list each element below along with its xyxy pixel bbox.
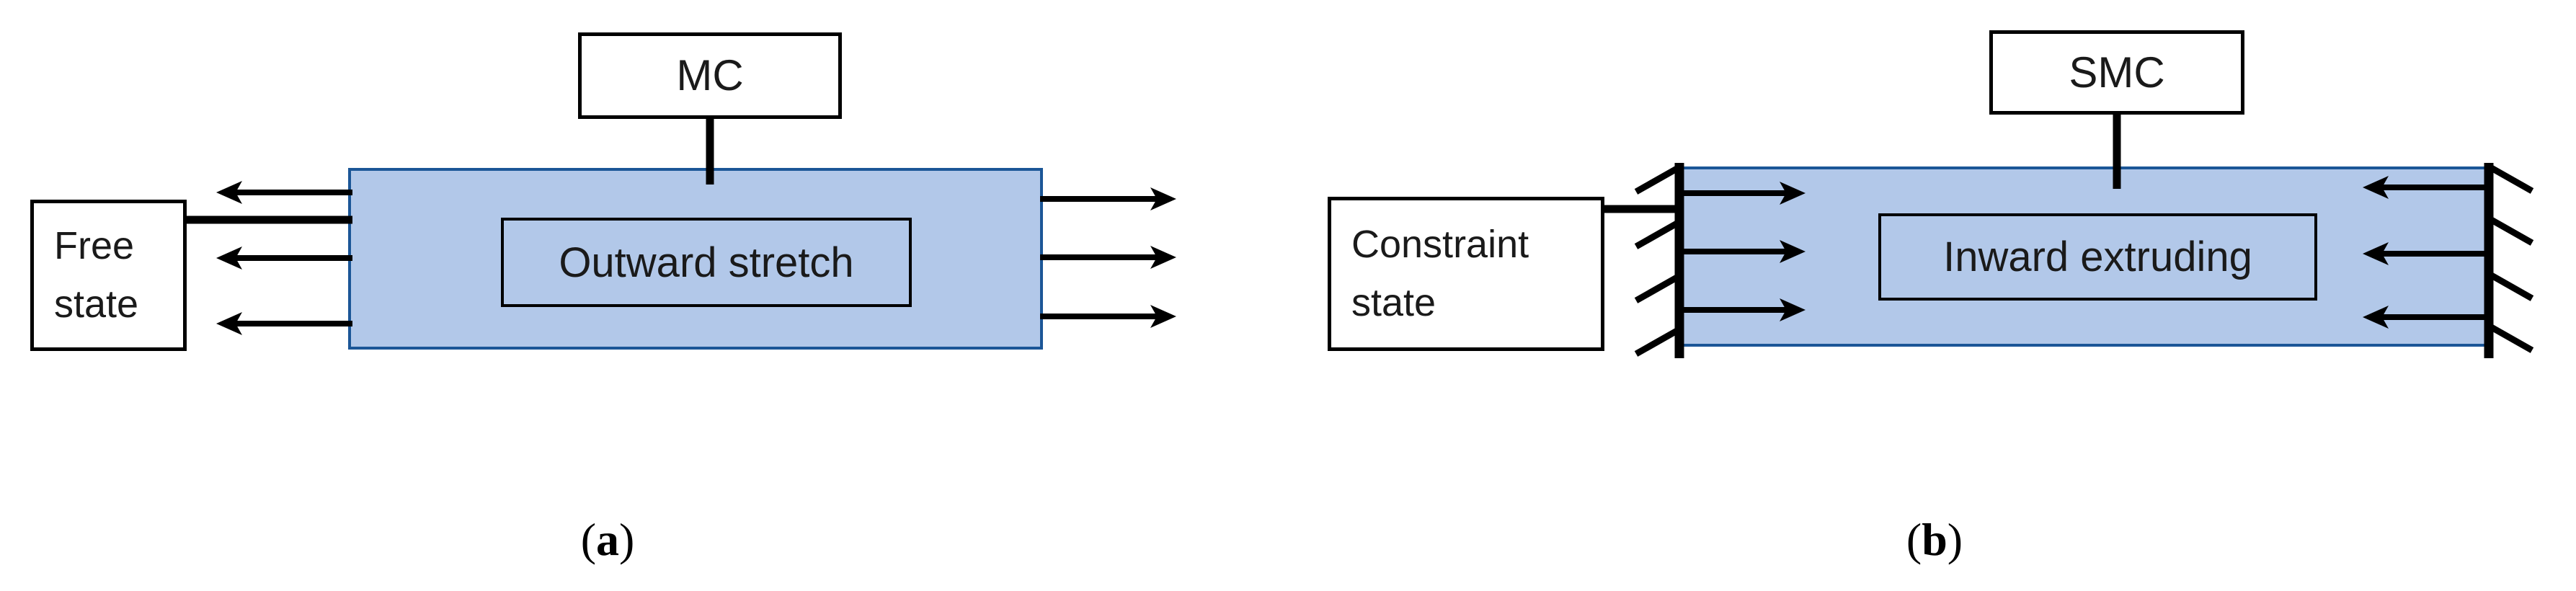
caption-b-letter: b xyxy=(1922,514,1947,565)
caption-b: (b) xyxy=(1826,513,2043,566)
outward-stretch-label: Outward stretch xyxy=(559,239,854,286)
inward-arrows-right-icon xyxy=(2363,176,2484,329)
smc-label: SMC xyxy=(2069,48,2165,97)
caption-a-letter: a xyxy=(596,514,619,565)
specimen-bar-a xyxy=(348,168,1043,350)
caption-a: (a) xyxy=(499,513,716,566)
free-state-label: Free state xyxy=(54,224,139,326)
outward-stretch-box: Outward stretch xyxy=(501,218,912,307)
specimen-bar-b xyxy=(1679,166,2489,347)
inward-arrows-left-icon xyxy=(1684,182,1806,321)
caption-a-close-paren: ) xyxy=(619,514,635,565)
free-state-box: Free state xyxy=(30,200,187,351)
smc-label-box: SMC xyxy=(1989,30,2244,115)
caption-b-open-paren: ( xyxy=(1906,514,1922,565)
fixed-wall-right-icon xyxy=(2484,163,2534,358)
inward-extruding-label: Inward extruding xyxy=(1943,234,2252,280)
mc-label: MC xyxy=(676,51,744,99)
outward-arrows-right-icon xyxy=(1040,187,1176,328)
constraint-state-box: Constraint state xyxy=(1328,197,1604,351)
outward-arrows-left-icon xyxy=(216,181,352,335)
caption-a-open-paren: ( xyxy=(580,514,596,565)
constraint-state-label: Constraint state xyxy=(1351,223,1529,324)
fixed-wall-left-icon xyxy=(1634,163,1684,358)
mc-label-box: MC xyxy=(578,32,842,119)
inward-extruding-box: Inward extruding xyxy=(1878,213,2317,301)
caption-b-close-paren: ) xyxy=(1947,514,1963,565)
